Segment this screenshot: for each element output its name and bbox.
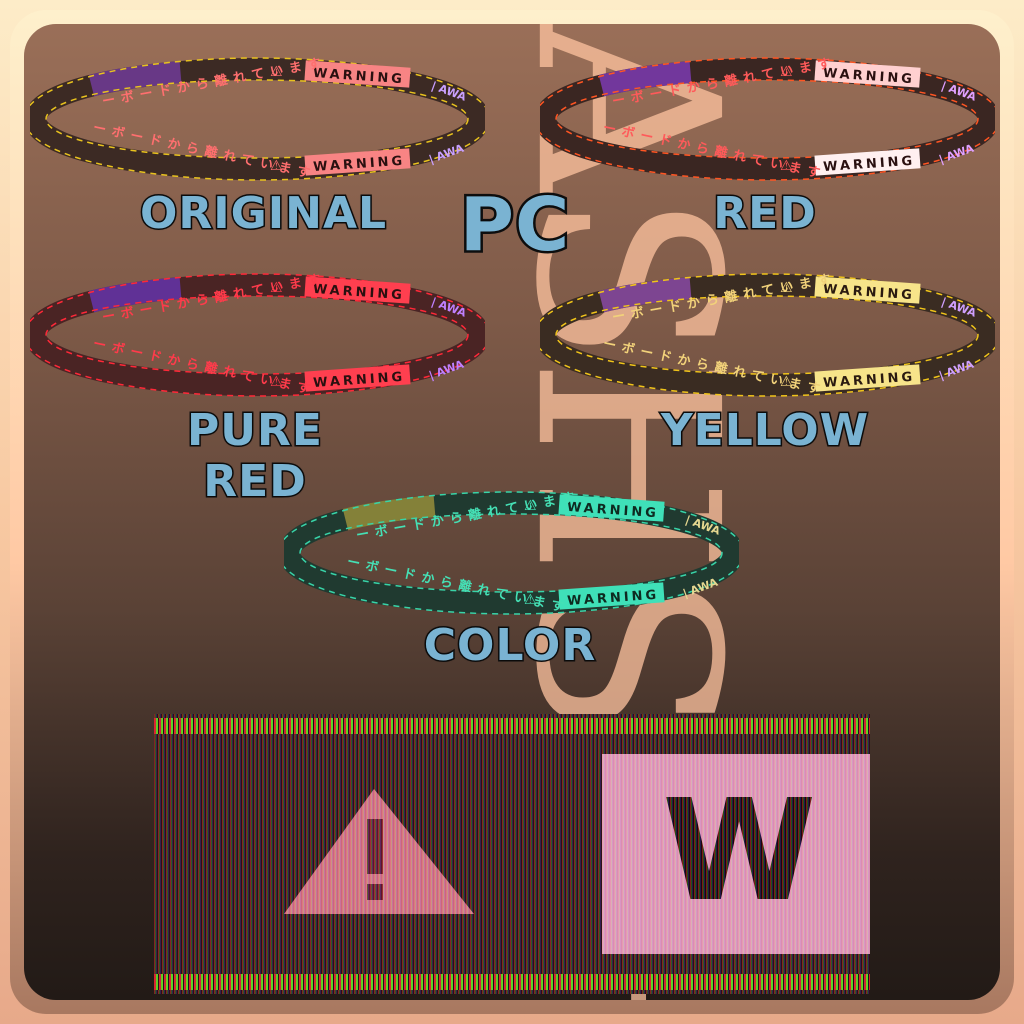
halo-red: WARNING ⚠ ーボードから離れています WARNING ⚠ ーボードから離…	[540, 54, 995, 183]
label-color: COLOR	[422, 619, 597, 673]
svg-text:WARNING: WARNING	[312, 66, 405, 87]
label-pure-red: PURE RED	[186, 404, 324, 509]
halo-color: WARNING ⚠ ーボードから離れています WARNING ⚠ ーボードから離…	[284, 488, 739, 617]
halo-ring: WARNING ⚠ ーボードから離れています WARNING ⚠ ーボードから離…	[30, 54, 485, 183]
halo-ring: WARNING ⚠ ーボードから離れています WARNING ⚠ ーボードから離…	[284, 488, 739, 617]
svg-text:⚠: ⚠	[780, 158, 793, 174]
svg-text:⚠: ⚠	[780, 280, 793, 296]
label-yellow: YELLOW	[659, 404, 870, 458]
svg-text:WARNING: WARNING	[313, 154, 406, 175]
halo-ring: WARNING ⚠ ーボードから離れています WARNING ⚠ ーボードから離…	[540, 270, 995, 399]
texture-zoom-detail: W	[154, 714, 870, 994]
svg-text:WARNING: WARNING	[823, 370, 916, 391]
svg-text:⚠: ⚠	[524, 592, 537, 608]
svg-text:WARNING: WARNING	[566, 500, 659, 521]
halo-ring: WARNING ⚠ ーボードから離れています WARNING ⚠ ーボードから離…	[540, 54, 995, 183]
svg-text:WARNING: WARNING	[312, 282, 405, 303]
svg-text:WARNING: WARNING	[822, 66, 915, 87]
svg-text:WARNING: WARNING	[313, 370, 406, 391]
subpixel-stripes	[154, 714, 870, 994]
halo-yellow: WARNING ⚠ ーボードから離れています WARNING ⚠ ーボードから離…	[540, 270, 995, 399]
svg-text:WARNING: WARNING	[823, 154, 916, 175]
svg-text:⚠: ⚠	[270, 64, 283, 80]
halo-original: WARNING ⚠ ーボードから離れています WARNING ⚠ ーボードから離…	[30, 54, 485, 183]
label-red: RED	[712, 187, 817, 241]
dash-edge-bottom	[154, 974, 870, 990]
page-title: PC	[457, 180, 572, 271]
halo-ring: WARNING ⚠ ーボードから離れています WARNING ⚠ ーボードから離…	[30, 270, 485, 399]
svg-text:WARNING: WARNING	[822, 282, 915, 303]
svg-text:⚠: ⚠	[524, 498, 537, 514]
label-original: ORIGINAL	[139, 187, 388, 241]
svg-text:⚠: ⚠	[780, 374, 793, 390]
halo-pure-red: WARNING ⚠ ーボードから離れています WARNING ⚠ ーボードから離…	[30, 270, 485, 399]
svg-text:⚠: ⚠	[780, 64, 793, 80]
svg-text:⚠: ⚠	[270, 158, 283, 174]
dash-edge-top	[154, 718, 870, 734]
svg-text:⚠: ⚠	[270, 374, 283, 390]
svg-text:WARNING: WARNING	[567, 588, 660, 609]
svg-text:⚠: ⚠	[270, 280, 283, 296]
